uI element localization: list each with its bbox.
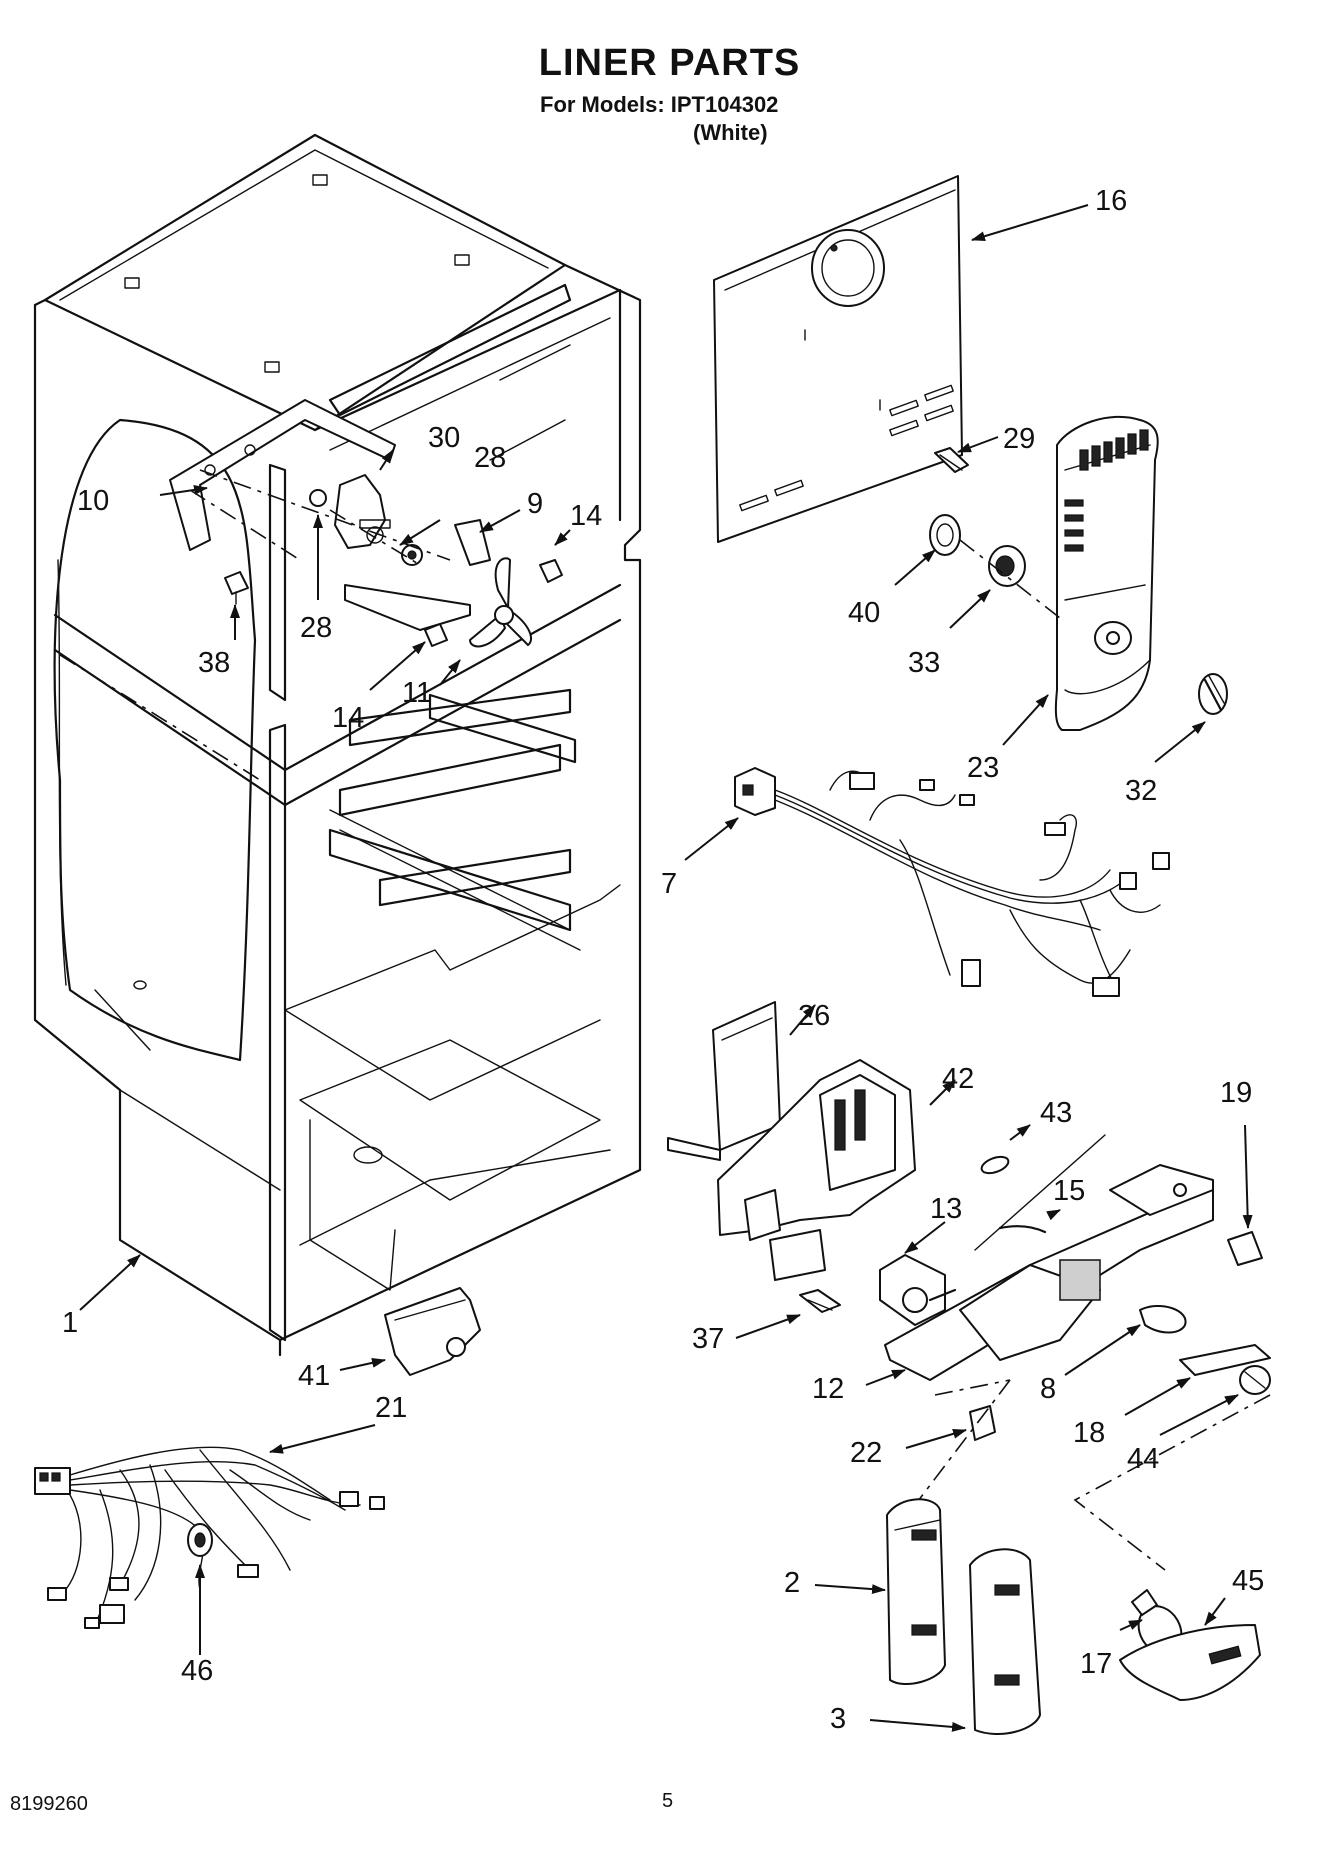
callout-12: 12 — [812, 1373, 844, 1405]
callout-26: 26 — [798, 1000, 830, 1032]
callout-45: 45 — [1232, 1565, 1264, 1597]
dial-parts-33-40 — [929, 514, 1061, 619]
screw-part-29 — [934, 447, 969, 473]
wiring-harness-part-7 — [734, 767, 1170, 997]
callout-7: 7 — [661, 868, 677, 900]
callout-14a: 14 — [570, 500, 602, 532]
callout-43: 43 — [1040, 1097, 1072, 1129]
sensor-part-46 — [187, 1523, 213, 1557]
cover-part-3 — [969, 1548, 1041, 1735]
document-number: 8199260 — [10, 1793, 88, 1815]
callout-10: 10 — [77, 485, 109, 517]
callout-8: 8 — [1040, 1373, 1056, 1405]
callout-32: 32 — [1125, 775, 1157, 807]
callout-19: 19 — [1220, 1077, 1252, 1109]
callout-18: 18 — [1073, 1417, 1105, 1449]
callout-14b: 14 — [332, 702, 364, 734]
callout-16: 16 — [1095, 185, 1127, 217]
models-line: For Models: IPT104302 — [540, 92, 779, 117]
callout-9: 9 — [527, 488, 543, 520]
knob-part-32 — [1198, 673, 1228, 715]
callout-33: 33 — [908, 647, 940, 679]
callout-labels: 16 29 40 33 23 32 7 10 30 28 9 14 28 38 … — [62, 185, 1264, 1735]
callout-28b: 28 — [300, 612, 332, 644]
bracket-part-41 — [384, 1287, 481, 1376]
callout-30: 30 — [428, 422, 460, 454]
lens-part-45 — [1119, 1624, 1261, 1701]
callout-22: 22 — [850, 1437, 882, 1469]
callout-41: 41 — [298, 1360, 330, 1392]
callout-1: 1 — [62, 1307, 78, 1339]
callout-2: 2 — [784, 1567, 800, 1599]
callout-29: 29 — [1003, 423, 1035, 455]
wiring-harness-part-21 — [34, 1446, 385, 1629]
control-housing-part-42 — [717, 1059, 916, 1281]
callout-21: 21 — [375, 1392, 407, 1424]
callout-13: 13 — [930, 1193, 962, 1225]
fan-blade-icon — [469, 557, 532, 648]
control-tray-part-12 — [884, 1164, 1214, 1381]
callout-11: 11 — [402, 677, 432, 709]
callout-23: 23 — [967, 752, 999, 784]
air-duct-cover-part-23 — [1054, 415, 1159, 731]
cover-part-2 — [886, 1498, 946, 1685]
small-parts — [799, 1155, 1271, 1571]
page-title: LINER PARTS — [538, 42, 801, 84]
callout-17: 17 — [1080, 1648, 1112, 1680]
page-number: 5 — [662, 1790, 674, 1812]
callout-42: 42 — [942, 1063, 974, 1095]
fan-bracket-assembly — [169, 399, 563, 648]
callout-arrows — [79, 204, 1253, 1732]
vent-slots — [1064, 429, 1149, 552]
callout-3: 3 — [830, 1703, 846, 1735]
callout-46: 46 — [181, 1655, 213, 1687]
callout-40: 40 — [848, 597, 880, 629]
thermostat-part-13 — [879, 1134, 1106, 1326]
color-line: (White) — [693, 120, 768, 145]
callout-37: 37 — [692, 1323, 724, 1355]
callout-15: 15 — [1053, 1175, 1085, 1207]
refrigerator-liner-cabinet — [33, 133, 642, 1357]
panel-part-16 — [713, 175, 963, 543]
callout-28a: 28 — [474, 442, 506, 474]
callout-44: 44 — [1127, 1443, 1159, 1475]
callout-38: 38 — [198, 647, 230, 679]
